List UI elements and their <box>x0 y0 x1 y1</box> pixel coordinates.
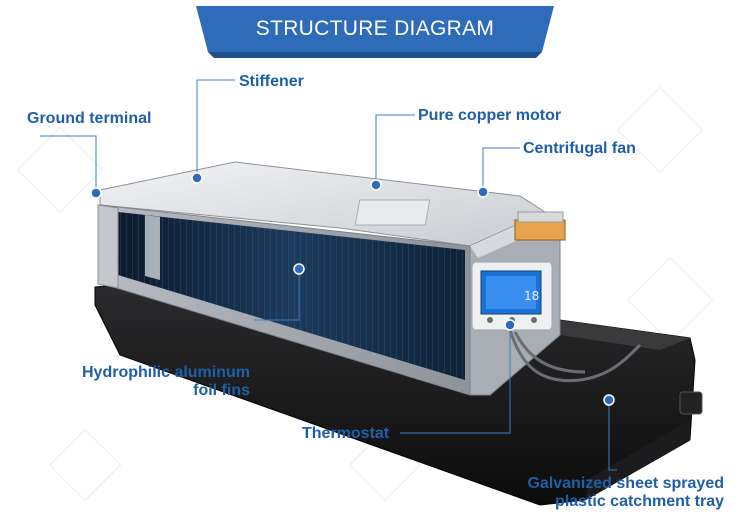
thermostat-reading: 18 <box>524 289 539 303</box>
page-title: STRUCTURE DIAGRAM <box>255 17 495 40</box>
marker-catchment-tray <box>603 394 615 406</box>
label-hydrophilic-fins-line1: Hydrophilic aluminum <box>81 364 250 381</box>
leader-centrifugal-fan <box>482 147 520 192</box>
label-thermostat: Thermostat <box>302 425 390 442</box>
leader-dots <box>90 172 615 406</box>
marker-hydrophilic-fins <box>293 263 305 275</box>
label-catchment-tray-line1: Galvanized sheet sprayed <box>527 475 724 492</box>
marker-thermostat <box>504 319 516 331</box>
label-catchment-tray-line2: plastic catchment tray <box>555 493 724 510</box>
label-hydrophilic-fins-line2: foil fins <box>193 382 250 399</box>
leader-catchment-tray <box>608 400 617 471</box>
marker-pure-copper-motor <box>370 179 382 191</box>
coil-front <box>97 204 471 396</box>
leader-hydrophilic-fins <box>254 269 300 321</box>
label-ground-terminal: Ground terminal <box>27 110 152 127</box>
marker-stiffener <box>191 172 203 184</box>
nameplate-label <box>354 199 431 226</box>
leader-stiffener <box>196 79 235 178</box>
wiring <box>508 329 642 383</box>
marker-centrifugal-fan <box>477 186 489 198</box>
leader-ground-terminal <box>40 135 97 193</box>
title-banner: STRUCTURE DIAGRAM <box>196 6 554 58</box>
label-pure-copper-motor: Pure copper motor <box>418 107 562 124</box>
label-centrifugal-fan: Centrifugal fan <box>523 140 636 157</box>
leader-pure-copper-motor <box>375 114 415 185</box>
leader-thermostat <box>400 325 511 434</box>
label-stiffener: Stiffener <box>239 73 304 90</box>
marker-ground-terminal <box>90 187 102 199</box>
thermostat-device: 18 <box>471 261 553 331</box>
leader-lines <box>40 79 617 471</box>
